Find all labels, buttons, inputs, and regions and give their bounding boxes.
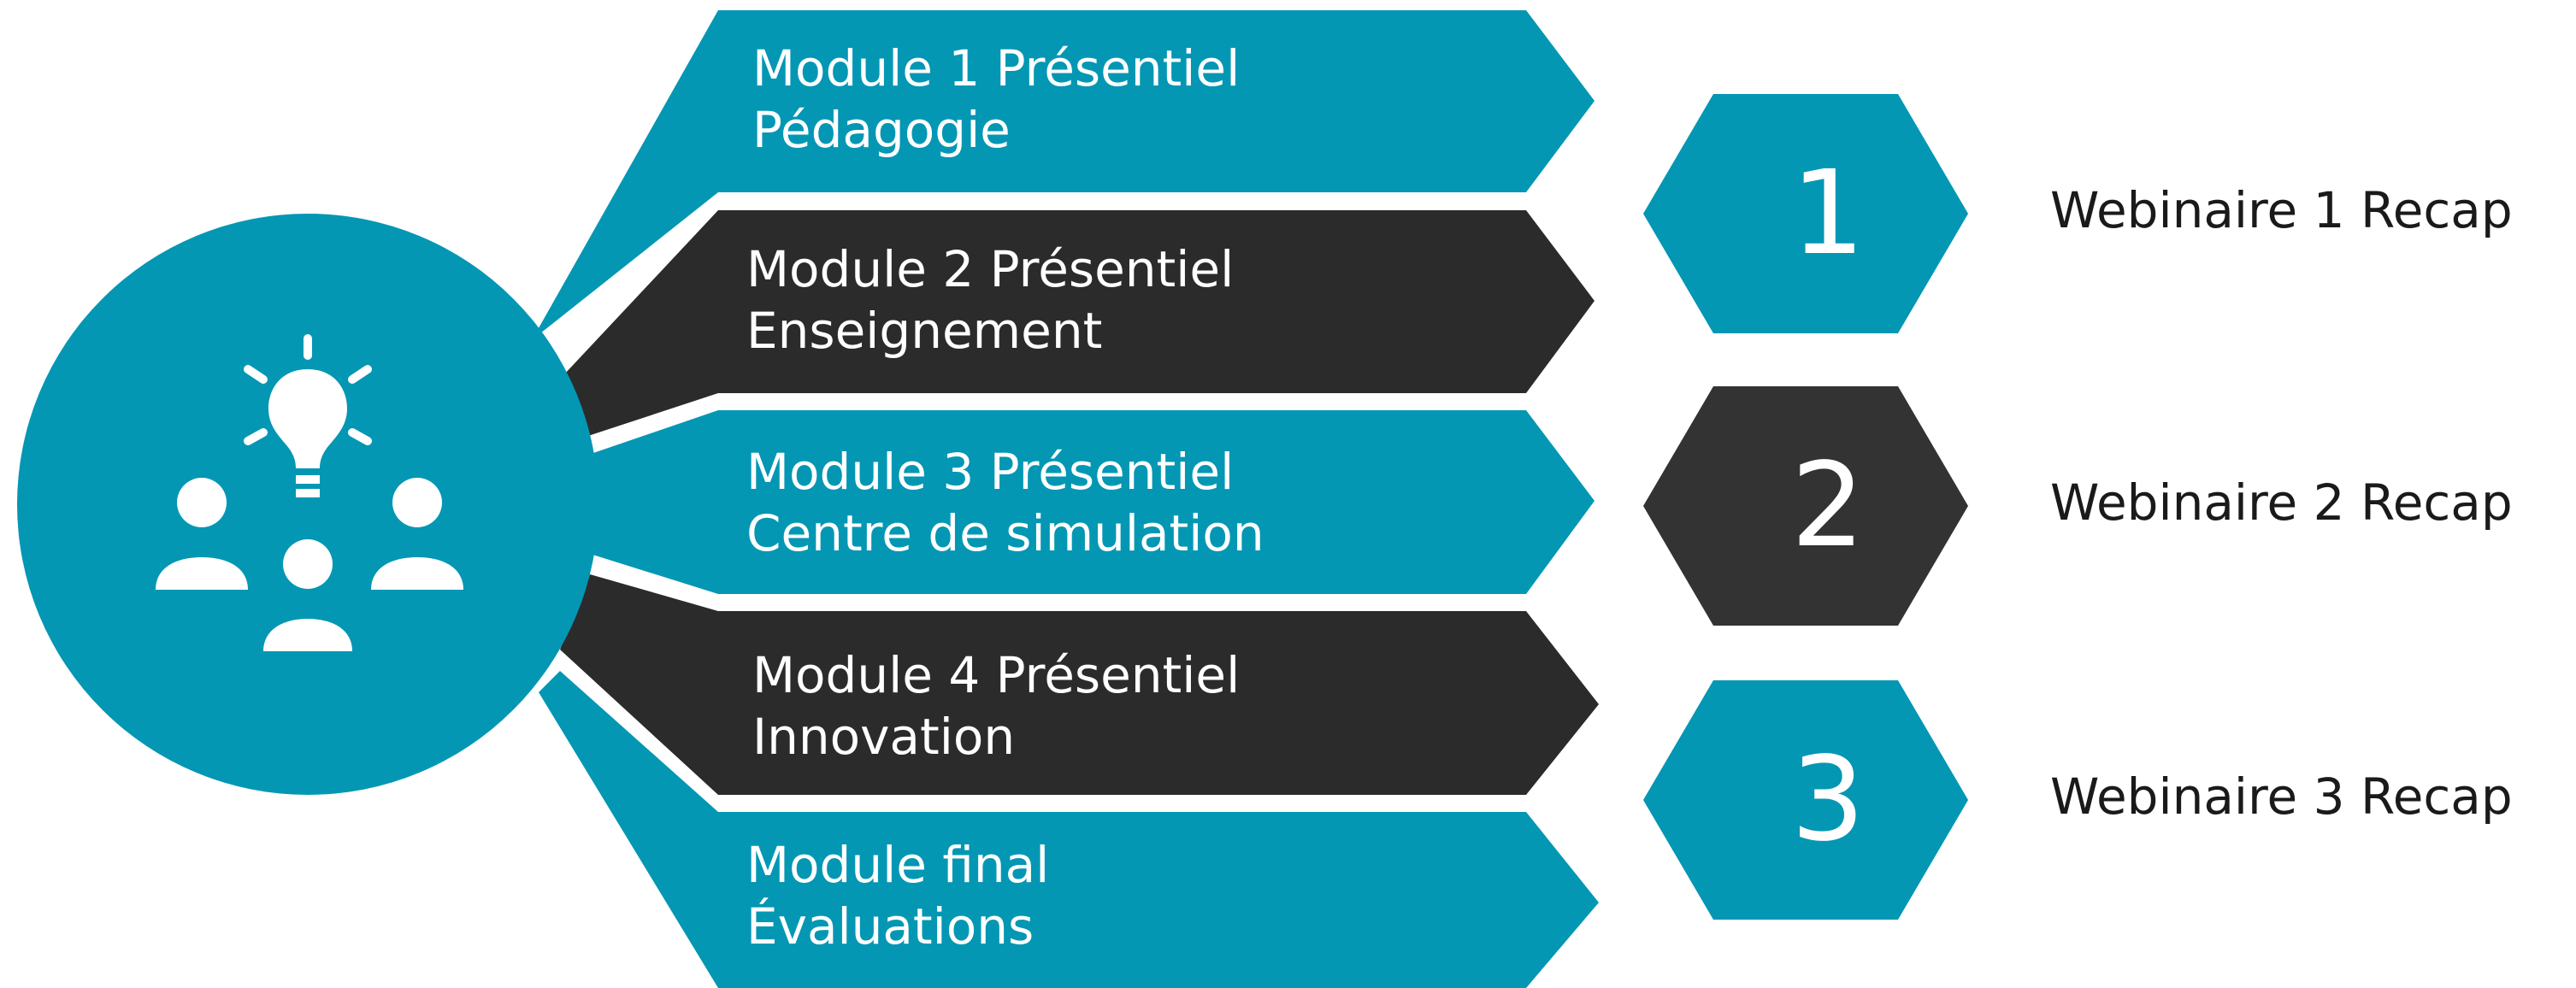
person-right-body — [371, 557, 463, 590]
person-center-body — [263, 619, 352, 651]
module-2-shape — [564, 210, 1595, 436]
module-2-line1: Module 2 Présentiel — [746, 240, 1234, 298]
person-left-head — [177, 478, 227, 527]
module-4-line1: Module 4 Présentiel — [752, 646, 1240, 704]
light-rays — [244, 334, 372, 445]
module-3-line2: Centre de simulation — [746, 504, 1264, 562]
module-3-line1: Module 3 Présentiel — [746, 443, 1234, 501]
webinar-1: 1 Webinaire 1 Recap — [1643, 94, 2513, 333]
module-final-line2: Évaluations — [746, 897, 1034, 956]
webinar-2: 2 Webinaire 2 Recap — [1643, 386, 2513, 626]
hub — [17, 214, 598, 795]
modules-layer: Module 1 Présentiel Pédagogie Module 2 P… — [532, 10, 1599, 988]
module-2-banner: Module 2 Présentiel Enseignement — [564, 210, 1595, 436]
webinar-3-number: 3 — [1791, 732, 1866, 867]
person-left-body — [156, 557, 248, 590]
module-final-banner: Module final Évaluations — [539, 671, 1599, 988]
webinar-3-label: Webinaire 3 Recap — [2050, 767, 2513, 826]
webinar-3: 3 Webinaire 3 Recap — [1643, 680, 2513, 920]
module-1-line1: Module 1 Présentiel — [752, 39, 1240, 97]
person-center-head — [283, 539, 333, 589]
hub-circle — [17, 214, 598, 795]
lightbulb-team-icon — [156, 334, 463, 651]
lightbulb-base — [296, 475, 320, 484]
webinar-1-number: 1 — [1791, 146, 1866, 281]
webinar-1-hexagon — [1643, 94, 1968, 333]
module-4-shape — [560, 574, 1599, 795]
module-1-line2: Pédagogie — [752, 101, 1011, 159]
module-3-banner: Module 3 Présentiel Centre de simulation — [590, 410, 1595, 594]
module-final-shape — [539, 671, 1599, 988]
module-1-shape — [532, 10, 1595, 340]
webinar-3-hexagon — [1643, 680, 1968, 920]
webinar-2-number: 2 — [1791, 438, 1866, 573]
person-right-head — [392, 478, 442, 527]
lightbulb-base-2 — [296, 489, 320, 497]
module-3-shape — [590, 410, 1595, 594]
module-4-line2: Innovation — [752, 708, 1015, 766]
webinar-2-hexagon — [1643, 386, 1968, 626]
webinar-2-label: Webinaire 2 Recap — [2050, 473, 2513, 532]
module-final-line1: Module final — [746, 836, 1049, 894]
module-4-banner: Module 4 Présentiel Innovation — [560, 574, 1599, 795]
lightbulb-shape — [268, 369, 347, 468]
module-2-line2: Enseignement — [746, 302, 1102, 360]
module-1-banner: Module 1 Présentiel Pédagogie — [532, 10, 1595, 340]
webinars-layer: 1 Webinaire 1 Recap 2 Webinaire 2 Recap … — [1643, 94, 2513, 920]
webinar-1-label: Webinaire 1 Recap — [2050, 181, 2513, 239]
